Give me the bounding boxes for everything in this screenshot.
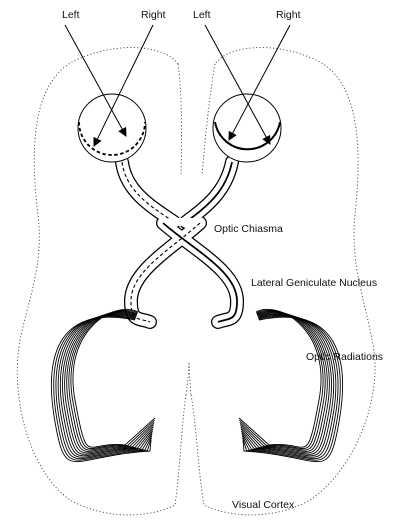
label-optic-radiations: Optic Radiations <box>306 351 383 363</box>
label-optic-chiasma: Optic Chiasma <box>214 223 283 235</box>
left-eyeball <box>78 94 146 162</box>
left-eye <box>78 94 146 162</box>
label-lateral-geniculate-nucleus: Lateral Geniculate Nucleus <box>251 277 377 289</box>
label-right-1: Right <box>141 9 166 21</box>
optic-tracts <box>122 162 237 322</box>
radiation-fiber-right-2 <box>239 310 323 448</box>
optic-radiations-left <box>51 309 155 461</box>
label-right-2: Right <box>276 9 301 21</box>
label-left-1: Left <box>62 9 80 21</box>
right-eyeball <box>213 94 281 162</box>
optic-radiations-right <box>239 309 343 461</box>
longitudinal-fissure-top <box>178 64 182 175</box>
radiation-fiber-left-6 <box>62 313 153 454</box>
radiation-fiber-left-2 <box>71 310 155 448</box>
label-left-2: Left <box>193 9 211 21</box>
longitudinal-fissure-top-right <box>202 64 215 175</box>
longitudinal-fissure-bottom <box>186 362 191 395</box>
right-eye <box>213 94 281 162</box>
label-visual-cortex: Visual Cortex <box>232 499 295 511</box>
radiation-fiber-right-6 <box>241 313 332 454</box>
